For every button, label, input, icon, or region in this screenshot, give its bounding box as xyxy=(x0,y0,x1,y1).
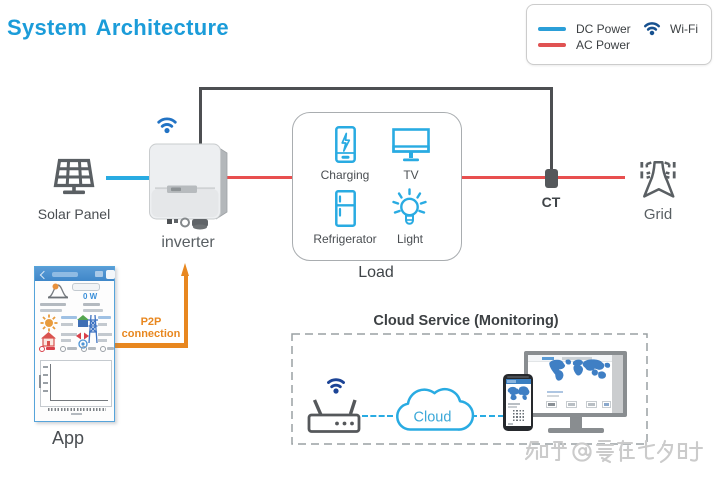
svg-text:Cloud: Cloud xyxy=(414,410,452,426)
